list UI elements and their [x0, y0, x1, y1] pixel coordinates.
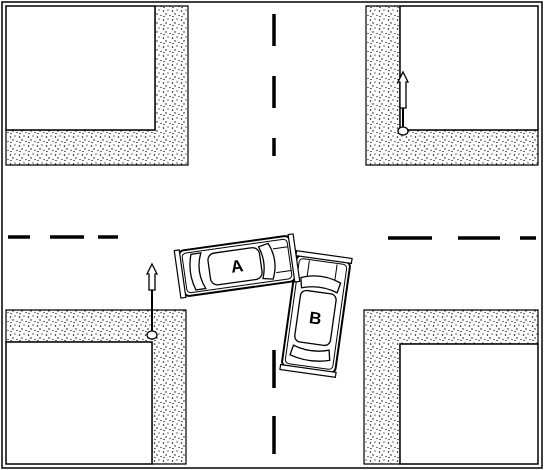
- vehicle-a: A: [173, 233, 301, 299]
- lot-bottom-right: [399, 343, 539, 465]
- corner-top-left: [5, 5, 189, 166]
- corner-top-right: [365, 5, 539, 166]
- corner-bottom-right: [363, 309, 539, 465]
- lot-bottom-left: [5, 341, 153, 465]
- vehicle-b: B: [279, 250, 353, 378]
- arrow-sign-icon: [396, 70, 410, 136]
- lot-top-left: [5, 5, 156, 131]
- vehicle-a-label: A: [230, 256, 245, 277]
- vehicle-b-label: B: [308, 308, 323, 329]
- arrow-sign-icon: [145, 262, 159, 340]
- corner-bottom-left: [5, 309, 187, 465]
- lane-markings: [8, 14, 536, 454]
- lot-top-right: [399, 5, 539, 131]
